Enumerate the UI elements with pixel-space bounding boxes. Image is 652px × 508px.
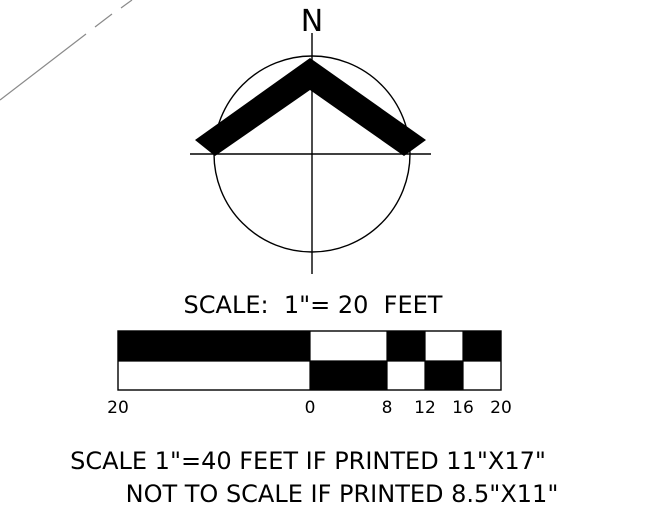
scale-bar-segment [463,331,501,361]
scale-note-11x17: SCALE 1"=40 FEET IF PRINTED 11"X17" [70,447,546,475]
scale-bar-tick-label: 12 [414,398,436,418]
scale-bar: 20 0 8 12 16 20 [107,330,512,418]
scale-bar-segment [425,361,463,390]
scale-bar-tick-label: 0 [305,398,316,418]
north-arrow-icon: N [190,4,431,274]
scale-bar-segment [310,361,387,390]
scale-bar-segment [118,331,310,361]
scale-bar-tick-label: 8 [382,398,393,418]
north-label: N [301,4,323,39]
scale-note-8-5x11: NOT TO SCALE IF PRINTED 8.5"X11" [126,480,559,508]
scale-bar-left-label: 20 [107,398,129,418]
north-arrow-chevron [195,58,426,156]
scale-title: SCALE: 1"= 20 FEET [184,291,443,319]
scale-bar-segment [387,331,425,361]
scale-bar-tick-label: 20 [490,398,512,418]
scale-bar-tick-label: 16 [452,398,474,418]
property-line [0,0,133,101]
